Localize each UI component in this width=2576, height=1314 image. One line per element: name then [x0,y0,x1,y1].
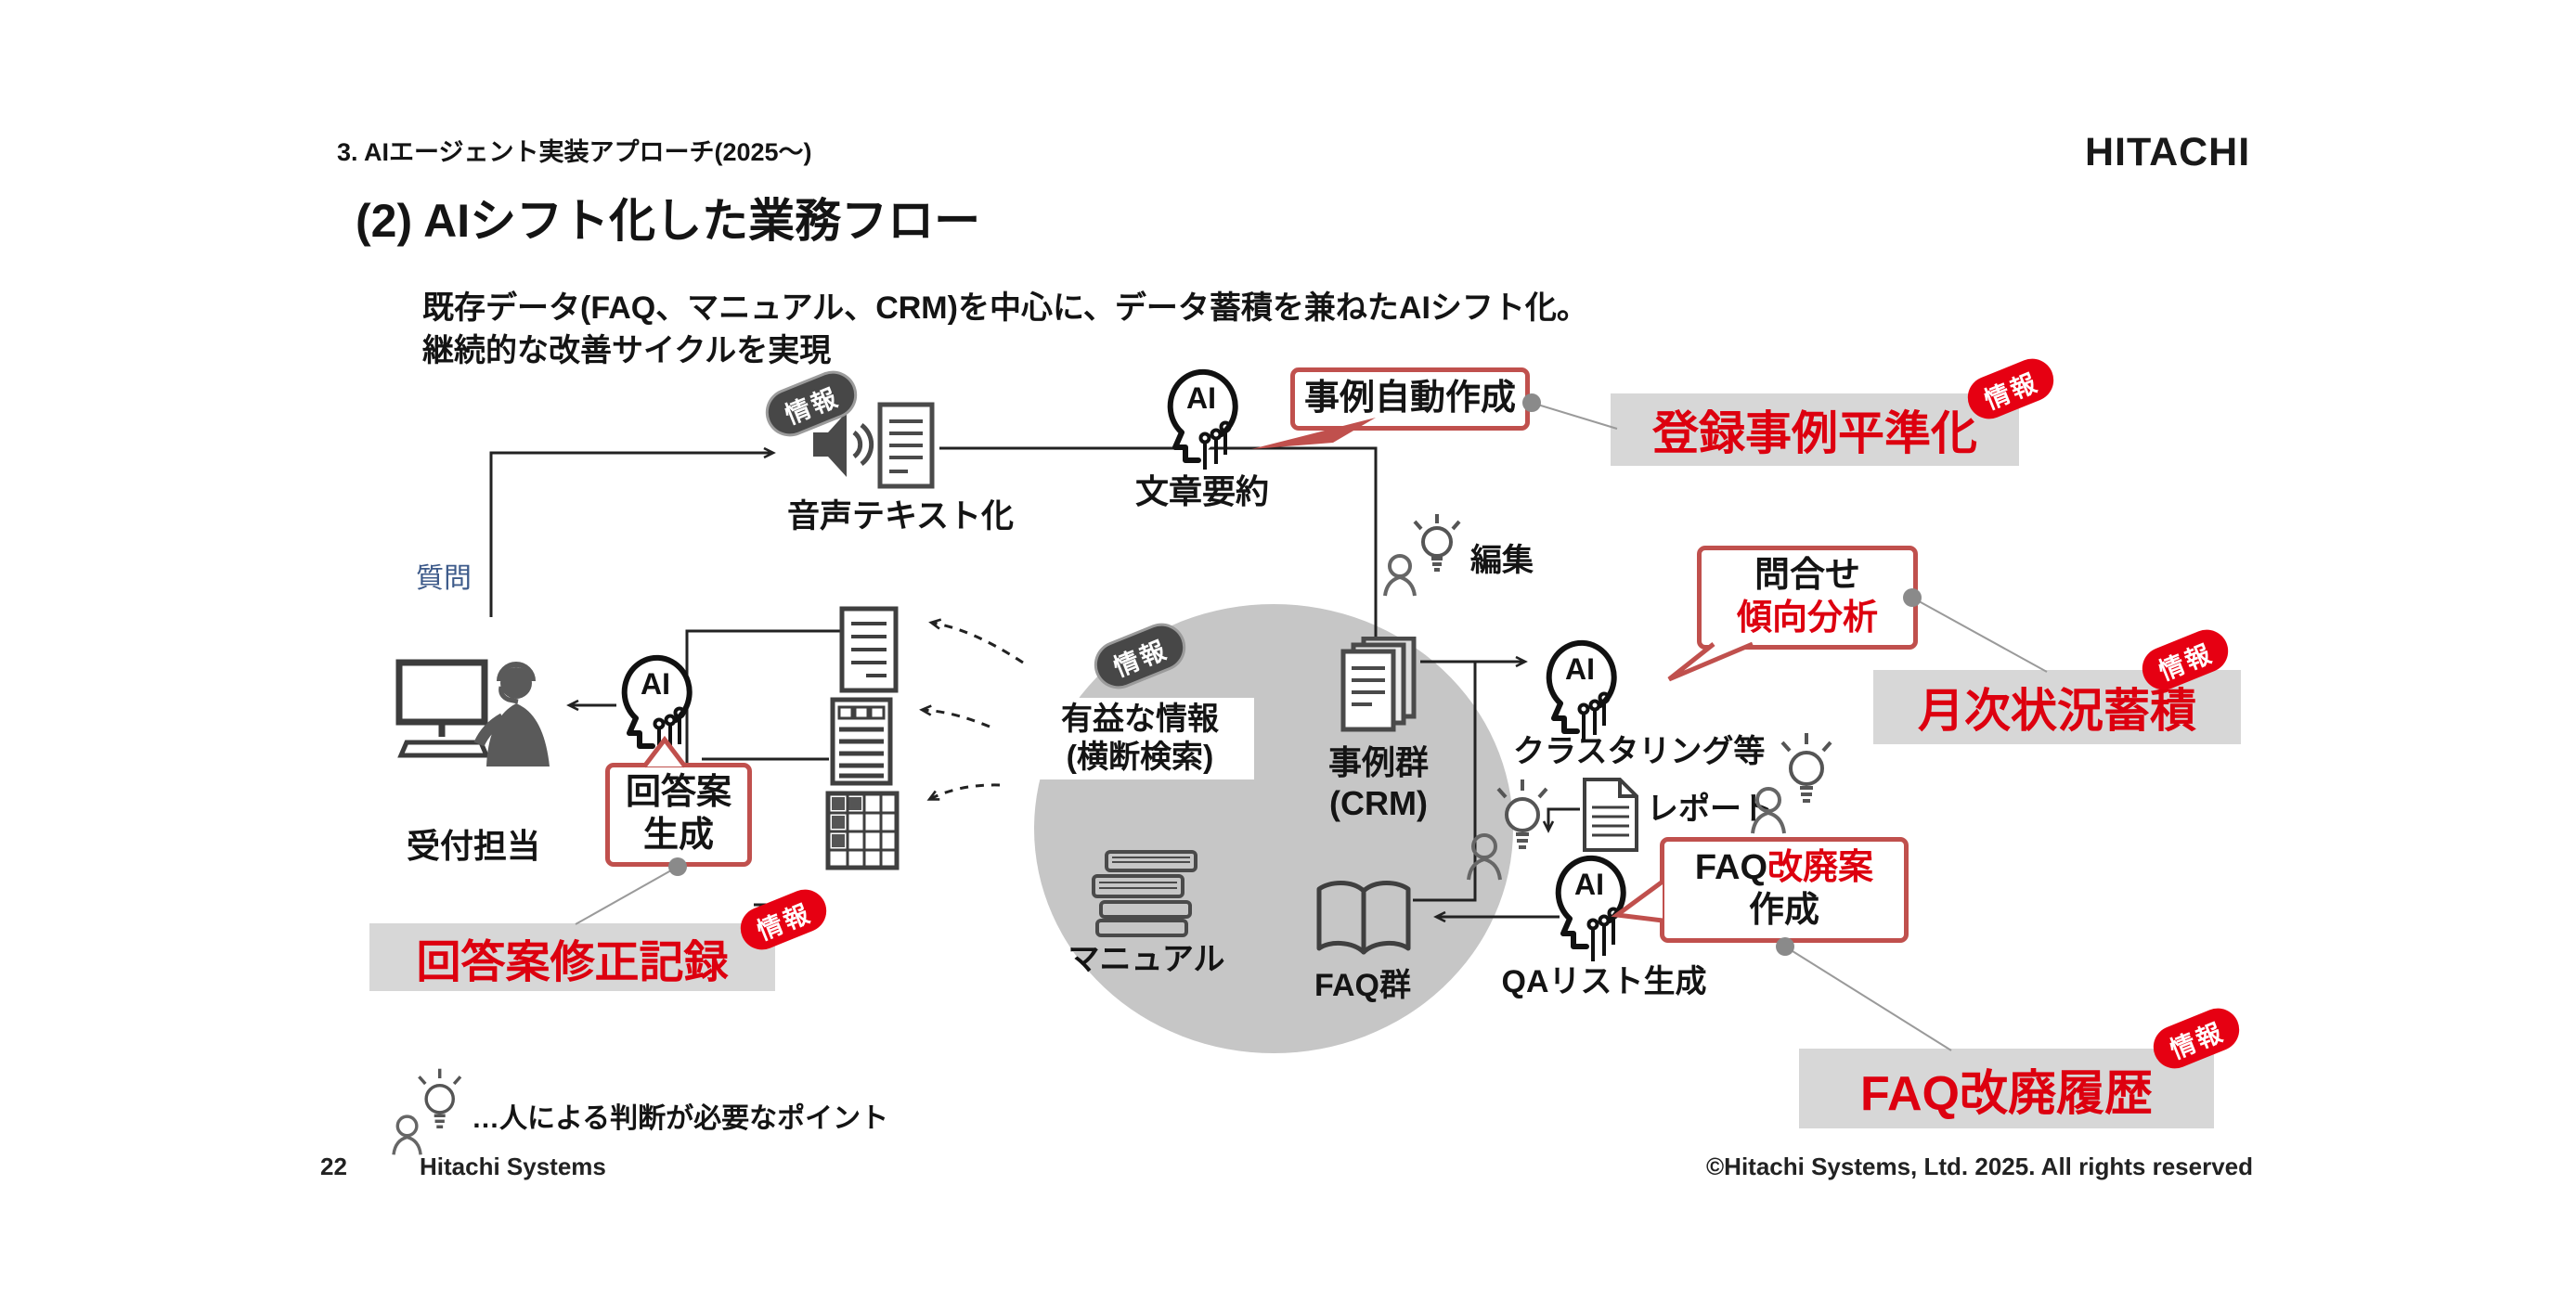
reception-label: 受付担当 [406,827,540,865]
case-group-line1: 事例群 [1327,743,1429,781]
report-person-bulb-icon [1751,733,1832,834]
voice-to-text-label: 音声テキスト化 [787,498,1014,535]
ai-text: AI [641,667,670,701]
register-cases-box: 登録事例平準化 [1611,393,2019,466]
edit-person-bulb-icon [1383,514,1461,597]
hitachi-logo: HITACHI [2085,130,2251,174]
faq-revision-line2: 作成 [1748,891,1819,930]
qa-list-label: QAリスト生成 [1501,964,1707,999]
link-case-auto [1531,402,1618,430]
edit-label: 編集 [1470,543,1534,578]
answer-fix-log-box: 回答案修正記録 [369,923,775,991]
faq-book-icon [1316,881,1411,955]
report-label: レポート [1647,792,1773,827]
subtitle-line2: 継続的な改善サイクルを実現 [422,333,832,368]
info-badge-answer-fix: 情報 [733,882,834,957]
inquiry-line1: 問合せ [1754,556,1860,596]
case-auto-text: 事例自動作成 [1303,379,1516,419]
register-cases-text: 登録事例平準化 [1652,407,1977,459]
link-faq-history [1784,946,1952,1051]
ai-head-clustering-icon: AI [1546,639,1617,741]
useful-info-line1: 有益な情報 [1061,701,1219,737]
ai-head-summary-icon: AI [1167,368,1238,470]
answer-line1: 回答案 [625,773,731,813]
answer-line2: 生成 [642,816,714,855]
ai-text: AI [1574,868,1604,901]
inquiry-analysis-bubble: 問合せ 傾向分析 [1697,546,1918,650]
ai-head-answer-icon: AI [621,654,693,761]
case-auto-bubble: 事例自動作成 [1290,367,1530,431]
page-number: 22 [320,1153,347,1180]
document-table-icon [825,791,900,870]
case-group-line2: (CRM) [1329,783,1428,822]
monthly-status-text: 月次状況蓄積 [1918,685,2196,737]
manual-label: マニュアル [1068,942,1225,977]
ai-text: AI [1565,652,1595,686]
question-label: 質問 [416,563,472,594]
case-group-icon [1340,637,1417,732]
link-answer-fix [575,866,679,925]
manual-icon [1092,850,1197,937]
answer-fix-log-text: 回答案修正記録 [416,937,729,987]
faq-history-text: FAQ改廃履歴 [1860,1066,2153,1121]
document-form-icon [830,697,893,786]
footer-company: Hitachi Systems [420,1153,606,1180]
ai-head-qalist-icon: AI [1555,855,1626,961]
case-group-label: 事例群 (CRM) [1300,742,1457,824]
useful-info-line2: (横断検索) [1066,740,1214,775]
page-title: (2) AIシフト化した業務フロー [356,195,981,247]
faq-group-label: FAQ群 [1314,968,1411,1003]
legend-text: …人による判断が必要なポイント [472,1103,889,1134]
faq-revision-line1: FAQ改廃案 [1694,848,1874,888]
link-inquiry [1911,597,2048,673]
subtitle-line1: 既存データ(FAQ、マニュアル、CRM)を中心に、データ蓄積を兼ねたAIシフト化… [422,290,1588,326]
inquiry-line2: 傾向分析 [1736,599,1878,638]
section-header: 3. AIエージェント実装アプローチ(2025〜) [337,138,812,166]
legend-person-bulb-icon [392,1068,462,1155]
qa-person-bulb-icon [1467,779,1548,881]
faq-history-box: FAQ改廃履歴 [1799,1049,2214,1128]
footer-copyright: ©Hitachi Systems, Ltd. 2025. All rights … [1706,1153,2253,1180]
report-icon [1583,778,1638,852]
answer-generation-bubble: 回答案 生成 [605,763,752,867]
text-summary-label: 文章要約 [1134,472,1269,510]
receptionist-icon [395,659,550,766]
ai-text: AI [1186,381,1216,415]
voice-to-text-icon [813,402,935,489]
faq-revision-bubble: FAQ改廃案 作成 [1660,837,1909,943]
document-lines-icon [839,606,899,693]
clustering-label: クラスタリング等 [1513,734,1766,769]
useful-info-box: 有益な情報 (横断検索) [1026,698,1254,779]
